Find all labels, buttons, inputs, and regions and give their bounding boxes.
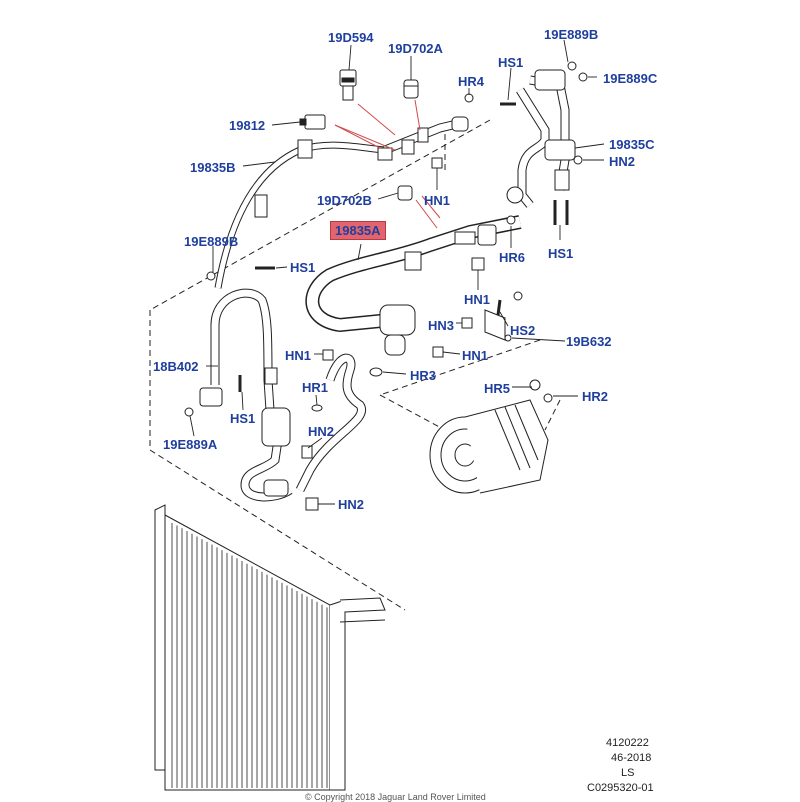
label-19835A: 19835A (330, 221, 386, 240)
label-19D594: 19D594 (328, 30, 374, 45)
label-HN2-top: HN2 (609, 154, 636, 169)
label-HN1-c: HN1 (285, 348, 312, 363)
pipe-18B402 (199, 288, 366, 502)
cap-19D702B (397, 185, 413, 201)
label-19E889B-left: 19E889B (184, 234, 239, 249)
label-19E889C: 19E889C (603, 71, 658, 86)
cap-19D702A (403, 79, 419, 99)
label-19835C: 19835C (609, 137, 655, 152)
label-HN3: HN3 (428, 318, 455, 333)
label-HS1-left: HS1 (290, 260, 316, 275)
label-HN1-b: HN1 (464, 292, 491, 307)
footer-line-4: C0295320-01 (587, 782, 654, 794)
hose-19835A (305, 215, 522, 356)
connector-19812 (299, 114, 326, 130)
label-19D702B: 19D702B (317, 193, 372, 208)
label-HN2-low: HN2 (338, 497, 365, 512)
label-HR4: HR4 (458, 74, 485, 89)
compressor (429, 379, 553, 494)
label-HR1: HR1 (302, 380, 329, 395)
pipe-19835C (506, 69, 576, 208)
label-HS1-right: HS1 (548, 246, 574, 261)
label-HR3: HR3 (410, 368, 437, 383)
footer-line-1: 4120222 (606, 737, 649, 749)
label-HR6: HR6 (499, 250, 526, 265)
label-HS2: HS2 (510, 323, 536, 338)
label-19E889B: 19E889B (544, 27, 599, 42)
label-HS1-top: HS1 (498, 55, 524, 70)
label-19835B: 19835B (190, 160, 236, 175)
condenser (154, 504, 386, 791)
label-HR5: HR5 (484, 381, 511, 396)
label-HN1-a: HN1 (424, 193, 451, 208)
leader-lines (189, 39, 605, 505)
label-19B632: 19B632 (566, 334, 612, 349)
label-19D702A: 19D702A (388, 41, 443, 56)
footer-line-2: 46-2018 (611, 752, 652, 764)
label-19E889A: 19E889A (163, 437, 218, 452)
bracket-19B632 (484, 291, 523, 342)
label-18B402: 18B402 (153, 359, 199, 374)
red-leader-lines (334, 99, 441, 229)
label-19812: 19812 (229, 118, 266, 133)
pressure-sensor-19D594 (339, 69, 357, 101)
copyright: © Copyright 2018 Jaguar Land Rover Limit… (305, 792, 486, 802)
footer-line-3: LS (621, 767, 635, 779)
dashed-boundary (149, 119, 561, 611)
label-HN2-mid: HN2 (308, 424, 335, 439)
label-HS1-low: HS1 (230, 411, 256, 426)
hose-19835B (214, 117, 467, 289)
label-HN1-d: HN1 (462, 348, 489, 363)
label-HR2: HR2 (582, 389, 609, 404)
